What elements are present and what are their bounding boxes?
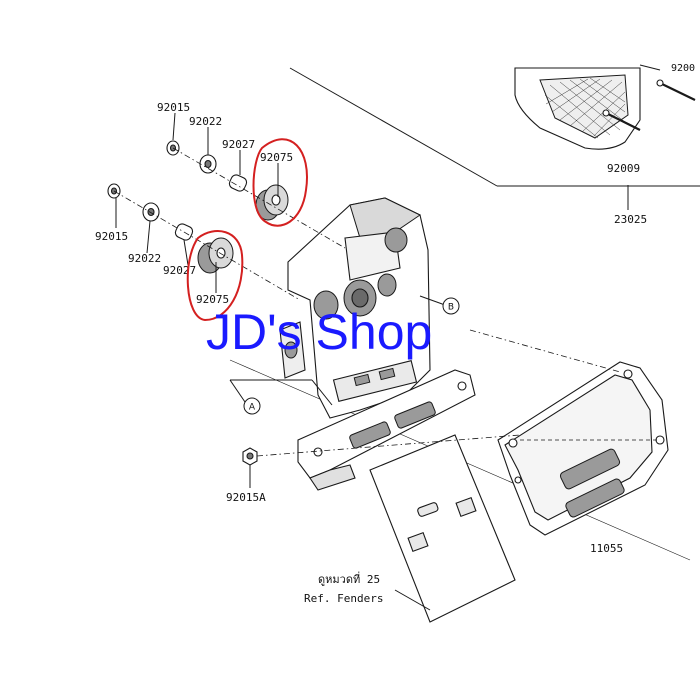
tail-light-assembly [514, 64, 696, 150]
label-92015A: 92015A [226, 491, 266, 504]
highlight-oval-left [186, 230, 244, 322]
hardware-92015A [242, 447, 258, 466]
hardware-92027-top [228, 174, 248, 192]
label-92027-top: 92027 [222, 138, 255, 151]
label-92022-left: 92022 [128, 252, 161, 265]
hardware-92022-left [142, 202, 160, 222]
label-11055: 11055 [590, 542, 623, 555]
callout-a-label: A [249, 403, 256, 413]
reference-english: Ref. Fenders [304, 592, 383, 605]
label-92075-left: 92075 [196, 293, 229, 306]
reference-thai: ดูหมวดที่ 25 [318, 571, 380, 586]
label-9200-partial: 9200 [671, 63, 695, 74]
hardware-92075-top [255, 184, 289, 221]
leader-lines [115, 112, 629, 611]
main-bracket [279, 197, 431, 419]
license-bracket [297, 369, 516, 623]
callout-b: B [442, 297, 460, 315]
hardware-92022-top [199, 154, 217, 174]
highlight-oval-top [252, 138, 308, 227]
side-bracket-11055 [497, 361, 669, 536]
label-92075-top: 92075 [260, 151, 293, 164]
label-92015-top: 92015 [157, 101, 190, 114]
label-92022-top: 92022 [189, 115, 222, 128]
assembly-axis-lines [113, 147, 660, 457]
label-23025: 23025 [614, 213, 647, 226]
reference-note: ดูหมวดที่ 25 Ref. Fenders [304, 571, 383, 605]
part-number-labels: 92015 92022 92027 92075 92015 92022 9202… [95, 63, 695, 555]
highlight-marks [186, 138, 308, 322]
callout-b-label: B [448, 303, 454, 313]
shop-watermark: JD's Shop [206, 304, 432, 360]
label-92027-left: 92027 [163, 264, 196, 277]
callout-a: A [243, 397, 261, 415]
label-92015-left: 92015 [95, 230, 128, 243]
label-92009: 92009 [607, 162, 640, 175]
